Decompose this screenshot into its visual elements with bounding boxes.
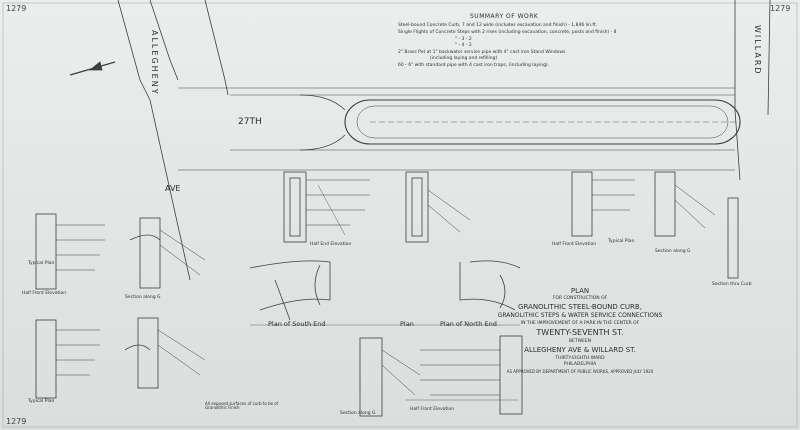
caption-half-front-3: Half Front Elevation (552, 242, 597, 247)
caption-section-g2: Section along G (340, 411, 376, 416)
caption-section-g3: Section along G (655, 249, 691, 254)
title-ward: THIRTY-EIGHTH WARD (555, 356, 605, 361)
caption-plan-north: Plan of North End (440, 320, 497, 328)
title-line3: IN THE IMPROVEMENT OF A PARK IN THE CENT… (520, 321, 640, 326)
title-between: BETWEEN (568, 339, 592, 344)
caption-section-curb: Section thru Curb (712, 282, 752, 287)
caption-plan-south: Plan of South End (268, 320, 326, 328)
caption-half-end: Half End Elevation (310, 242, 352, 247)
caption-typical-plan-3: Typical Plan (608, 239, 635, 244)
title-line1: GRANOLITHIC STEEL-BOUND CURB, (518, 303, 642, 311)
summary-line: 60 - 6" with standard pipe with 4 cast i… (398, 63, 550, 68)
title-plan: PLAN (570, 287, 590, 295)
caption-typical-plan-1: Typical Plan (28, 261, 55, 266)
caption-section-g1: Section along G (125, 295, 161, 300)
summary-line: " - 4 - 2 (455, 43, 472, 48)
title-line5: ALLEGHENY AVE & WILLARD ST. (524, 346, 636, 354)
street-ave: AVE (165, 184, 181, 193)
summary-line: Steel-bound Concrete Curb, 7 and 12 wide… (398, 23, 598, 28)
title-approved: AS APPROVED BY DEPARTMENT OF PUBLIC WORK… (506, 369, 654, 374)
sheet-number-top-right: 1279 (770, 4, 791, 13)
summary-line: 2" Brass Pot at 1" backwater service pip… (398, 50, 566, 55)
caption-typical-plan-2: Typical Plan (28, 399, 55, 404)
summary-heading: SUMMARY OF WORK (470, 13, 539, 20)
street-allegheny: ALLEGHENY (150, 30, 159, 96)
street-willard: WILLARD (753, 25, 762, 76)
title-city: PHILADELPHIA (563, 362, 597, 367)
caption-plan: Plan (400, 320, 414, 328)
summary-line: Single Flights of Concrete Steps with 2 … (398, 30, 617, 35)
sheet-number-bottom-left: 1279 (6, 417, 27, 426)
title-line2: GRANOLITHIC STEPS & WATER SERVICE CONNEC… (497, 312, 663, 319)
summary-line: (including laying and refilling) (430, 56, 498, 61)
caption-half-front-2: Half Front Elevation (410, 407, 455, 412)
note-curb-finish: All exposed surfaces of curb to be of Gr… (205, 401, 279, 410)
summary-line: " - 3 - 2 (455, 37, 472, 42)
title-line4: TWENTY-SEVENTH ST. (536, 328, 624, 337)
title-for: FOR CONSTRUCTION OF (552, 296, 608, 301)
sheet-number-top-left: 1279 (6, 4, 27, 13)
street-27th: 27TH (238, 117, 262, 127)
caption-half-front-1: Half Front Elevation (22, 291, 67, 296)
